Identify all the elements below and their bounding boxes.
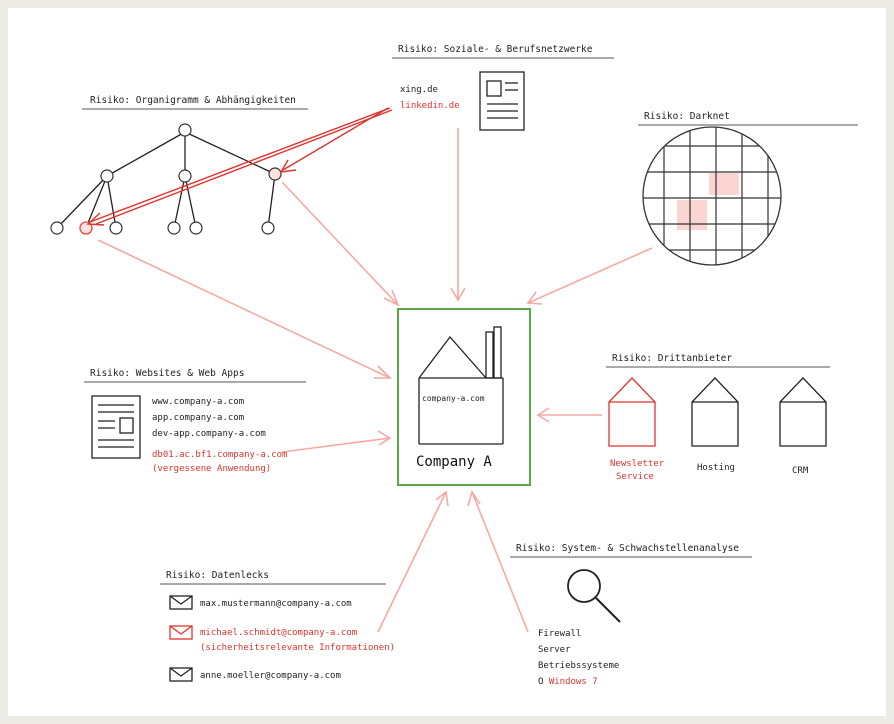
provider-newsletter-line1: Newsletter bbox=[610, 459, 665, 469]
org-tree-icon bbox=[50, 123, 282, 235]
leak-email-1: max.mustermann@company-a.com bbox=[200, 599, 352, 609]
arrow-org-node-head bbox=[383, 289, 400, 307]
company-box: company-a.com Company A bbox=[397, 308, 531, 486]
org-node-risk-top bbox=[268, 167, 282, 181]
org-section: Risiko: Organigramm & Abhängigkeiten bbox=[50, 95, 393, 235]
envelope-icon bbox=[169, 667, 193, 682]
leak-email-2: michael.schmidt@company-a.com bbox=[200, 628, 357, 638]
system-item-os: Betriebssysteme bbox=[538, 661, 619, 671]
arrow-org-node bbox=[281, 181, 399, 306]
websites-section: Risiko: Websites & Web Apps www.company-… bbox=[84, 368, 306, 474]
arrow-websites bbox=[281, 437, 391, 453]
leaks-title: Risiko: Datenlecks bbox=[166, 570, 269, 581]
arrow-org bbox=[97, 239, 391, 379]
company-house-icon bbox=[418, 326, 504, 445]
thirdparty-section: Risiko: Drittanbieter Newsletter Service… bbox=[606, 353, 830, 482]
provider-newsletter-line2: Service bbox=[616, 472, 654, 482]
thirdparty-title: Risiko: Drittanbieter bbox=[612, 353, 732, 364]
linkedin-links bbox=[86, 107, 393, 226]
webpage-icon bbox=[91, 395, 141, 459]
company-label: Company A bbox=[416, 454, 492, 470]
system-risk-prefix: O bbox=[538, 677, 549, 687]
leak-email-2-note: (sicherheitsrelevante Informationen) bbox=[200, 643, 395, 653]
risk-arrows bbox=[97, 128, 653, 633]
envelope-icon bbox=[169, 625, 193, 640]
social-title: Risiko: Soziale- & Berufsnetzwerke bbox=[398, 44, 593, 55]
diagram-canvas: Risiko: Organigramm & Abhängigkeiten bbox=[8, 8, 886, 716]
system-item-firewall: Firewall bbox=[538, 629, 581, 639]
system-item-server: Server bbox=[538, 645, 571, 655]
provider-hosting: Hosting bbox=[697, 463, 735, 473]
social-section: Risiko: Soziale- & Berufsnetzwerke xing.… bbox=[392, 44, 614, 131]
social-item-linkedin: linkedin.de bbox=[400, 101, 460, 111]
arrow-org-head bbox=[374, 365, 392, 379]
website-item-www: www.company-a.com bbox=[152, 397, 244, 407]
envelope-icon bbox=[169, 595, 193, 610]
system-section: Risiko: System- & Schwachstellenanalyse … bbox=[510, 543, 752, 687]
system-risk-line: O Windows 7 bbox=[538, 677, 598, 687]
website-risk-note: (vergessene Anwendung) bbox=[152, 464, 271, 474]
newsletter-house-icon bbox=[608, 377, 656, 447]
crm-house-icon bbox=[779, 377, 827, 447]
leak-email-3: anne.moeller@company-a.com bbox=[200, 671, 341, 681]
arrow-social-head bbox=[450, 287, 466, 302]
arrow-websites-head bbox=[377, 430, 392, 446]
system-title: Risiko: System- & Schwachstellenanalyse bbox=[516, 543, 739, 554]
website-item-dev: dev-app.company-a.com bbox=[152, 429, 266, 439]
profile-document-icon bbox=[479, 71, 525, 131]
arrow-darknet-head bbox=[526, 291, 543, 305]
org-node-risk-bottom bbox=[79, 221, 93, 235]
arrow-leaks-head bbox=[435, 490, 449, 507]
arrow-darknet bbox=[527, 247, 653, 304]
darknet-section: Risiko: Darknet bbox=[638, 111, 858, 266]
darknet-globe-icon bbox=[642, 126, 782, 266]
arrow-leaks bbox=[377, 491, 447, 633]
website-risk-item: db01.ac.bf1.company-a.com bbox=[152, 450, 287, 460]
websites-title: Risiko: Websites & Web Apps bbox=[90, 368, 244, 379]
website-item-app: app.company-a.com bbox=[152, 413, 244, 423]
company-domain: company-a.com bbox=[422, 394, 485, 403]
system-risk-item: Windows 7 bbox=[549, 677, 598, 687]
arrow-thirdparty-head bbox=[536, 407, 550, 423]
hosting-house-icon bbox=[691, 377, 739, 447]
arrow-system bbox=[471, 491, 529, 633]
provider-crm: CRM bbox=[792, 466, 809, 476]
risk-diagram: Risiko: Organigramm & Abhängigkeiten bbox=[50, 44, 858, 687]
social-item-xing: xing.de bbox=[400, 85, 438, 95]
darknet-title: Risiko: Darknet bbox=[644, 111, 730, 122]
leaks-section: Risiko: Datenlecks max.mustermann@compan… bbox=[160, 570, 395, 682]
org-title: Risiko: Organigramm & Abhängigkeiten bbox=[90, 95, 296, 106]
arrow-system-head bbox=[467, 490, 481, 507]
magnifier-icon bbox=[567, 569, 621, 623]
